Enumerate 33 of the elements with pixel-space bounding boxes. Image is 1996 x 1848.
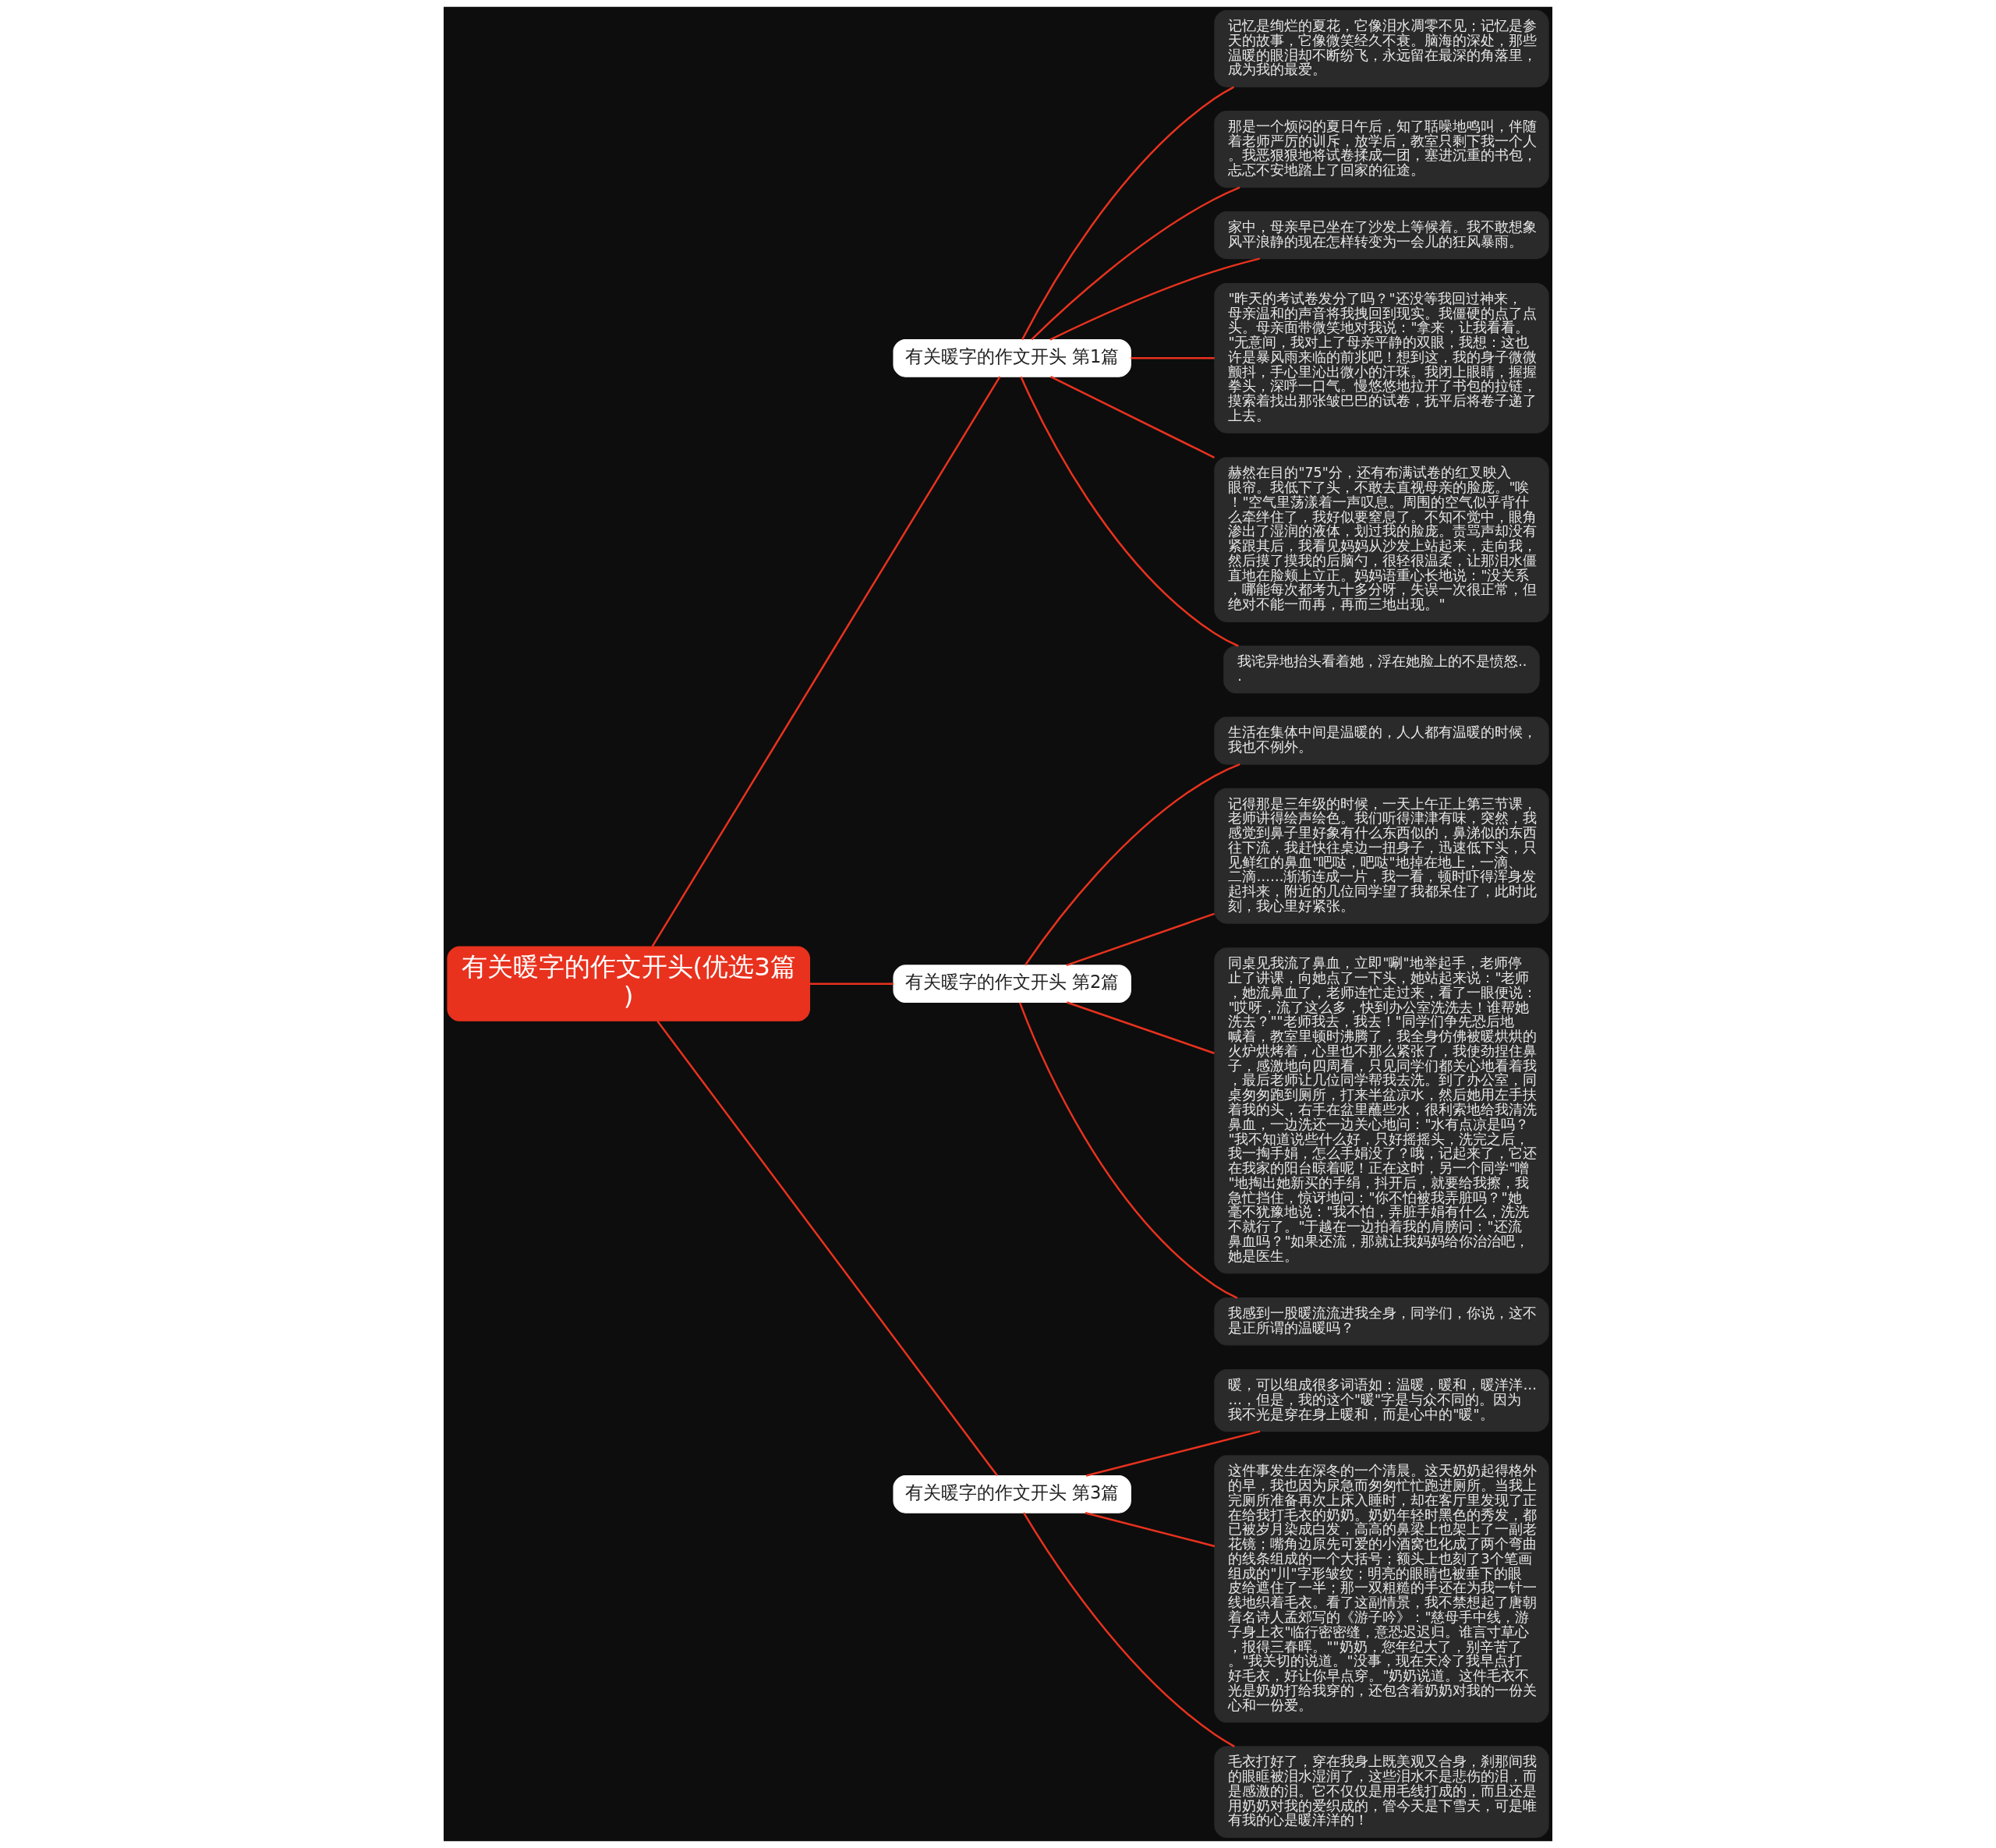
node-box: 赫然在目的"75"分，还有布满试卷的红叉映入眼帘。我低下了头，不敢去直视母亲的脸庞。"唉！"空气里荡漾着一声叹息。周围的空气似乎背什么牵绊住了，我好似要窒息了。不知不觉中，眼角渗出了湿润的液体，划过我的脸庞。责骂声却没有紧跟其后，我看见妈妈从沙发上站起来，走向我，然后摸了摸我的后脑勺，很轻很温柔，让那泪水僵直地在脸颊上立正。妈妈语重心长地说："没关系，哪能每次都考九十多分呀，失误一次很正常，但绝对不能一而再，再而三地出现。"	[1214, 457, 1549, 622]
connector	[1031, 186, 1240, 341]
connector	[1131, 357, 1215, 359]
node-box: 我诧异地抬头看着她，浮在她脸上的不是愤怒...	[1223, 645, 1540, 694]
node-box: 生活在集体中间是温暖的，人人都有温暖的时候，我也不例外。	[1214, 717, 1549, 765]
connector	[1049, 257, 1261, 341]
node-box: 记忆是绚烂的夏花，它像泪水凋零不见；记忆是参天的故事，它像微笑经久不衰。脑海的深处，那些温暖的眼泪却不断纷飞，永远留在最深的角落里，成为我的最爱。	[1214, 10, 1549, 87]
connector	[1021, 86, 1235, 341]
connector	[1085, 1430, 1261, 1477]
node-box: 记得那是三年级的时候，一天上午正上第三节课，老师讲得绘声绘色。我们听得津津有味，突然，我感觉到鼻子里好象有什么东西似的，鼻涕似的东西往下流，我赶快往桌边一扭身子，迅速低下头，只见鲜红的鼻血"吧哒，吧哒"地掉在地上，一滴、二滴……渐渐连成一片，我一看，顿时吓得浑身发起抖来，附近的几位同学望了我都呆住了，此时此刻，我心里好紧张。	[1214, 788, 1549, 924]
connector	[1023, 1512, 1235, 1747]
node-box: 有关暖字的作文开头 第3篇	[893, 1475, 1131, 1513]
node-box: 有关暖字的作文开头 第1篇	[893, 338, 1131, 377]
node-box: 暖，可以组成很多词语如：温暖，暖和，暖洋洋……，但是，我的这个"暖"字是与众不同的。因为我不光是穿在身上暖和，而是心中的"暖"。	[1214, 1369, 1549, 1432]
connector	[656, 1020, 998, 1477]
node-box: 这件事发生在深冬的一个清晨。这天奶奶起得格外的早，我也因为尿急而匆匆忙忙跑进厕所。当我上完厕所准备再次上床入睡时，却在客厅里发现了正在给我打毛衣的奶奶。奶奶年轻时黑色的秀发，都已被岁月染成白发，高高的鼻梁上也架上了一副老花镜；嘴角边原先可爱的小酒窝也化成了两个弯曲的线条组成的一个大括号；额头上也刻了3个笔画组成的"川"字形皱纹；明亮的眼睛也被垂下的眼皮给遮住了一半；那一双粗糙的手还在为我一针一线地织着毛衣。看了这副情景，我不禁想起了唐朝着名诗人孟郊写的《游子吟》："慈母手中线，游子身上衣"临行密密缝，意恐迟迟归。谁言寸草心，报得三春晖。""奶奶，您年纪大了，别辛苦了。"我关切的说道。"没事，现在天冷了我早点打好毛衣，好让你早点穿。"奶奶说道。这件毛衣不光是奶奶打给我穿的，还包含着奶奶对我的一份关心和一份爱。	[1214, 1455, 1549, 1723]
node-box: 毛衣打好了，穿在我身上既美观又合身，刹那间我的眼眶被泪水湿润了，这些泪水不是悲伤的泪，而是感激的泪。它不仅仅是用毛线打成的，而且还是用奶奶对我的爱织成的，管今天是下雪天，可是唯有我的心是暖洋洋的！	[1214, 1746, 1549, 1838]
node-box: 有关暖字的作文开头 第2篇	[893, 965, 1131, 1004]
node-box: 同桌见我流了鼻血，立即"唰"地举起手，老师停止了讲课，向她点了一下头，她站起来说："老师，她流鼻血了，老师连忙走过来，看了一眼便说："哎呀，流了这么多，快到办公室洗洗去！谁帮她洗去？""老师我去，我去！"同学们争先恐后地喊着，教室里顿时沸腾了，我全身仿佛被暖烘烘的火炉烘烤着，心里也不那么紧张了，我使劲捏住鼻子，感激地向四周看，只见同学们都关心地看着我，最后老师让几位同学帮我去洗。到了办公室，同桌匆匆跑到厕所，打来半盆凉水，然后她用左手扶着我的头，右手在盆里蘸些水，很利索地给我清洗鼻血，一边洗还一边关心地问："水有点凉是吗？"我不知道说些什么好，只好摇摇头，洗完之后，我一掏手娟，怎么手娟没了？哦，记起来了，它还在我家的阳台晾着呢！正在这时，另一个同学"噌"地掏出她新买的手绢，抖开后，就要给我擦，我急忙挡住，惊讶地问："你不怕被我弄脏吗？"她毫不犹豫地说："我不怕，弄脏手娟有什么，洗洗不就行了。"于越在一边拍着我的肩膀问："还流鼻血吗？"如果还流，那就让我妈妈给你治治吧，她是医生。	[1214, 947, 1549, 1274]
connector	[1050, 376, 1216, 458]
node-box: 有关暖字的作文开头(优选3篇)	[447, 946, 811, 1021]
connector	[1025, 763, 1240, 966]
node-box: 那是一个烦闷的夏日午后，知了聒噪地鸣叫，伴随着老师严厉的训斥，放学后，教室只剩下我一个人。我恶狠狠地将试卷揉成一团，塞进沉重的书包，忐忑不安地踏上了回家的征途。	[1214, 110, 1549, 188]
connector	[1085, 1511, 1216, 1548]
connector	[1020, 376, 1239, 647]
connector	[1066, 912, 1215, 966]
connector	[1067, 1001, 1215, 1054]
node-box: 家中，母亲早已坐在了沙发上等候着。我不敢想象风平浪静的现在怎样转变为一会儿的狂风暴雨。	[1214, 211, 1549, 260]
node-box: 我感到一股暖流流进我全身，同学们，你说，这不是正所谓的温暖吗？	[1214, 1297, 1549, 1346]
connector	[1018, 1002, 1238, 1299]
connector	[809, 982, 894, 985]
node-box: "昨天的考试卷发分了吗？"还没等我回过神来，母亲温和的声音将我拽回到现实。我僵硬的点了点头。母亲面带微笑地对我说："拿来，让我看看。"无意间，我对上了母亲平静的双眼，我想：这也许是暴风雨来临的前兆吧！想到这，我的身子微微颤抖，手心里沁出微小的汗珠。我闭上眼睛，握握拳头，深呼一口气。慢悠悠地拉开了书包的拉链，摸索着找出那张皱巴巴的试卷，抚平后将卷子递了上去。	[1214, 282, 1549, 434]
connector	[651, 376, 1001, 947]
